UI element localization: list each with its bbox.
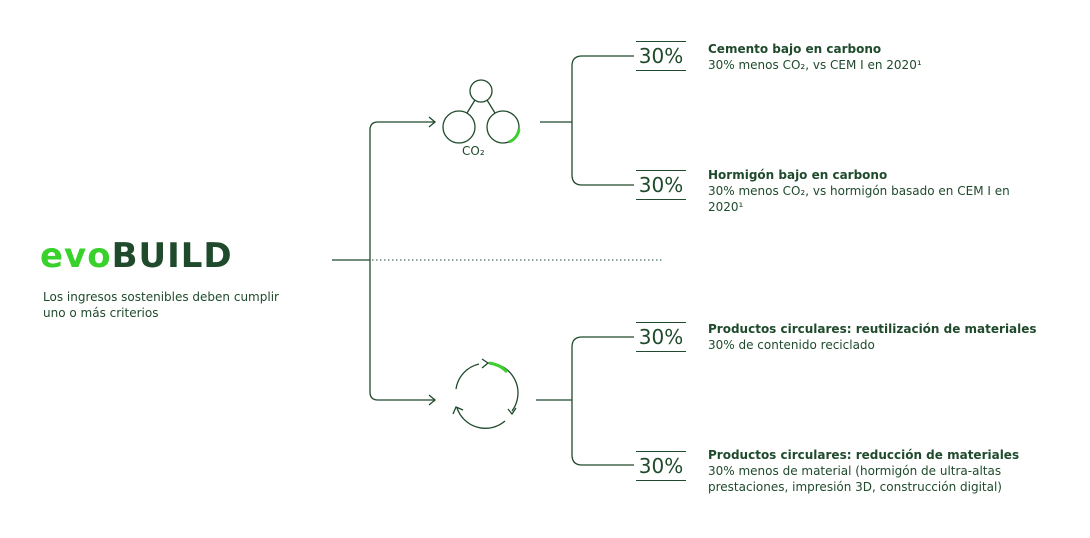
co2-label: CO₂ [462, 144, 485, 158]
criterion-4-text: Productos circulares: reducción de mater… [708, 447, 1053, 495]
criterion-4-desc: 30% menos de material (hormigón de ultra… [708, 464, 1002, 494]
criterion-3-desc: 30% de contenido reciclado [708, 338, 875, 352]
criterion-3-title: Productos circulares: reutilización de m… [708, 322, 1037, 336]
criterion-1-title: Cemento bajo en carbono [708, 42, 882, 56]
recycle-cycle-icon [452, 358, 519, 429]
criterion-1-text: Cemento bajo en carbono 30% menos CO₂, v… [708, 41, 1078, 73]
intro-text: Los ingresos sostenibles deben cumplir u… [43, 290, 279, 320]
evobuild-logo: evoBUILD [40, 234, 233, 278]
logo-build: BUILD [111, 236, 233, 276]
criterion-4-percent: 30% [636, 451, 686, 481]
criterion-1-percent: 30% [636, 41, 686, 71]
criterion-3-percent: 30% [636, 322, 686, 352]
criterion-4-title: Productos circulares: reducción de mater… [708, 448, 1020, 462]
criterion-2-percent: 30% [636, 170, 686, 200]
criterion-2-desc: 30% menos CO₂, vs hormigón basado en CEM… [708, 184, 1010, 214]
logo-evo: evo [40, 236, 112, 276]
co2-molecule-icon [442, 79, 521, 144]
criterion-2-title: Hormigón bajo en carbono [708, 168, 888, 182]
criterion-3-text: Productos circulares: reutilización de m… [708, 321, 1078, 353]
criterion-2-text: Hormigón bajo en carbono 30% menos CO₂, … [708, 167, 1043, 215]
criterion-1-desc: 30% menos CO₂, vs CEM I en 2020¹ [708, 58, 922, 72]
